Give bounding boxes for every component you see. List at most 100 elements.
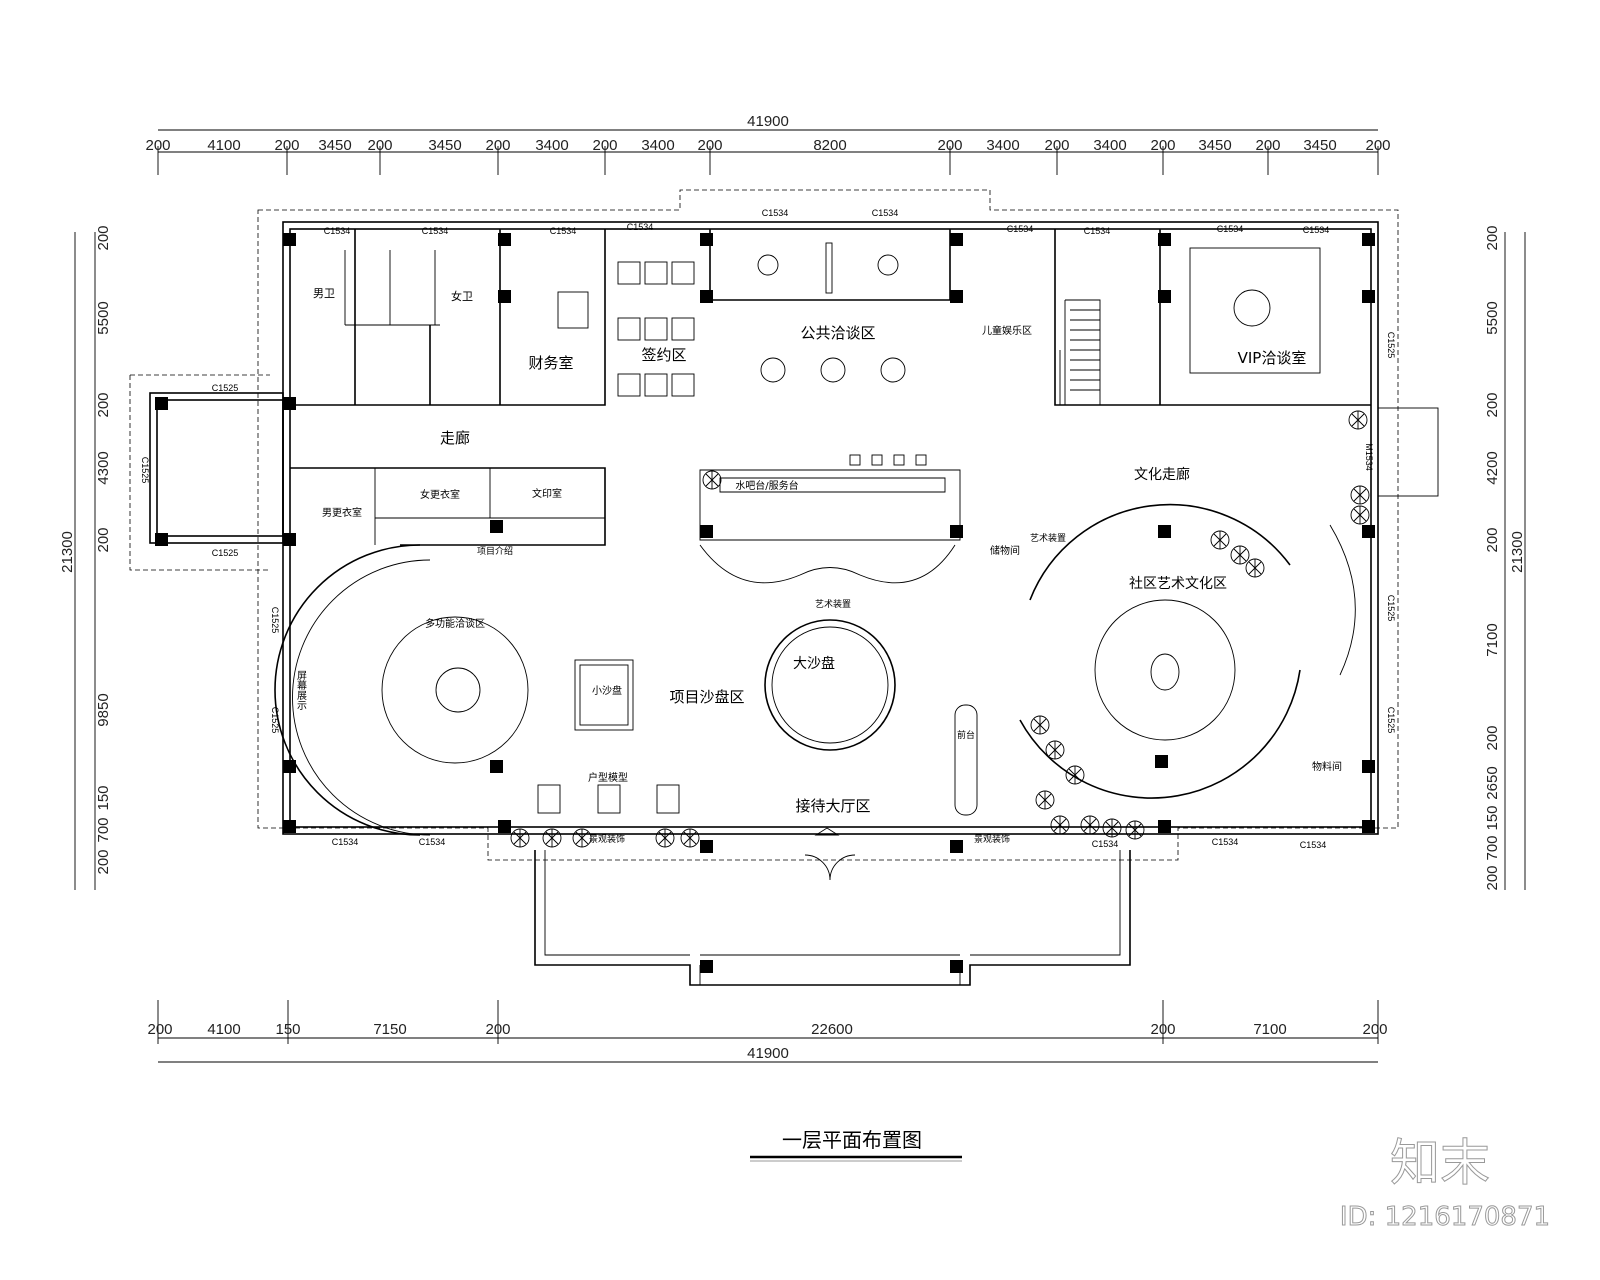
bottom-dimension: 200	[1362, 1021, 1387, 1038]
label-multi-meeting: 多功能洽谈区	[425, 617, 485, 630]
label-culture-corridor: 文化走廊	[1134, 466, 1190, 483]
window-tag-vertical: C1525	[270, 707, 280, 734]
left-dimension: 150	[95, 785, 112, 810]
window-tag-vertical: C1525	[1386, 595, 1396, 622]
top-dimension: 3450	[318, 137, 351, 154]
label-project-intro: 项目介绍	[477, 545, 513, 557]
label-big-sandtable: 大沙盘	[793, 655, 835, 672]
label-landscape-2: 景观装饰	[974, 833, 1010, 845]
overall-width-bottom: 41900	[747, 1045, 789, 1062]
column	[1158, 233, 1171, 246]
label-vip-meeting: VIP洽谈室	[1238, 349, 1307, 367]
right-dimension: 2650	[1484, 766, 1501, 799]
column	[700, 840, 713, 853]
tree-icon	[1245, 558, 1265, 578]
window-tag: C1525	[212, 383, 239, 393]
window-tag: C1534	[422, 226, 449, 236]
right-dimension: 200	[1484, 865, 1501, 890]
label-mens-changing: 男更衣室	[322, 506, 362, 519]
label-corridor: 走廊	[440, 429, 470, 447]
bottom-dimension: 200	[147, 1021, 172, 1038]
structural-columns	[155, 233, 1375, 973]
overall-width-top: 41900	[747, 113, 789, 130]
label-small-sandtable: 小沙盘	[592, 684, 622, 697]
top-dimension: 3450	[428, 137, 461, 154]
top-dimension: 3400	[641, 137, 674, 154]
window-tag: C1534	[419, 837, 446, 847]
column	[1158, 820, 1171, 833]
label-water-bar: 水吧台/服务台	[735, 479, 798, 492]
bottom-dimension: 200	[1150, 1021, 1175, 1038]
column	[155, 533, 168, 546]
tree-icon	[542, 828, 562, 848]
top-dimension: 200	[1365, 137, 1390, 154]
column	[950, 960, 963, 973]
right-dimension: 200	[1484, 225, 1501, 250]
window-tag: C1534	[1084, 226, 1111, 236]
left-dimension: 200	[95, 849, 112, 874]
landscape-plants	[510, 410, 1370, 848]
top-dimension: 8200	[813, 137, 846, 154]
tree-icon	[510, 828, 530, 848]
window-tag: C1534	[1007, 224, 1034, 234]
bottom-dimension: 150	[275, 1021, 300, 1038]
column	[283, 233, 296, 246]
right-dimension: 700	[1484, 835, 1501, 860]
right-dimension: 7100	[1484, 623, 1501, 656]
top-dimension: 200	[1255, 137, 1280, 154]
left-dimension: 700	[95, 817, 112, 842]
label-unit-models: 户型模型	[588, 771, 628, 784]
tree-icon	[1080, 815, 1100, 835]
dimension-lines	[74, 129, 1526, 1063]
top-dimension: 4100	[207, 137, 240, 154]
window-tag: C1534	[627, 222, 654, 232]
top-dimension: 3450	[1198, 137, 1231, 154]
column	[498, 820, 511, 833]
tree-icon	[572, 828, 592, 848]
column	[283, 760, 296, 773]
tree-icon	[1045, 740, 1065, 760]
tree-icon	[1030, 715, 1050, 735]
interior-walls	[283, 229, 1371, 546]
tree-icon	[702, 470, 722, 490]
column	[283, 397, 296, 410]
column	[490, 520, 503, 533]
column	[700, 960, 713, 973]
dimension-ticks	[157, 146, 1379, 1044]
window-tag: C1534	[762, 208, 789, 218]
tree-icon	[1050, 815, 1070, 835]
window-tag: C1525	[212, 548, 239, 558]
right-dimension: 200	[1484, 725, 1501, 750]
overall-depth-right: 21300	[1509, 531, 1526, 573]
label-mens-toilet: 男卫	[313, 287, 335, 300]
tree-icon	[1230, 545, 1250, 565]
column	[1158, 290, 1171, 303]
label-finance: 财务室	[528, 354, 573, 372]
top-dimension: 200	[485, 137, 510, 154]
column	[1362, 820, 1375, 833]
label-screen-display: 屏幕展示	[295, 670, 307, 710]
column	[1362, 525, 1375, 538]
window-tag: C1534	[1212, 837, 1239, 847]
left-dimension: 200	[95, 527, 112, 552]
label-art-install-1: 艺术装置	[1030, 532, 1066, 544]
window-tag-vertical: M1534	[1364, 443, 1374, 471]
wing-eave-outline	[129, 374, 270, 571]
top-dimension: 200	[274, 137, 299, 154]
top-dimension: 3400	[1093, 137, 1126, 154]
top-dimension: 3400	[535, 137, 568, 154]
column	[1155, 755, 1168, 768]
top-dimension: 200	[592, 137, 617, 154]
bottom-dimension: 4100	[207, 1021, 240, 1038]
bottom-dimension: 22600	[811, 1021, 853, 1038]
left-dimension: 200	[95, 225, 112, 250]
window-tag: C1534	[332, 837, 359, 847]
bottom-dimension: 7150	[373, 1021, 406, 1038]
window-tag: C1534	[1092, 839, 1119, 849]
right-dimension: 5500	[1484, 301, 1501, 334]
right-dimension: 200	[1484, 392, 1501, 417]
label-sandtable-area: 项目沙盘区	[669, 688, 744, 706]
column	[1362, 760, 1375, 773]
column	[283, 820, 296, 833]
